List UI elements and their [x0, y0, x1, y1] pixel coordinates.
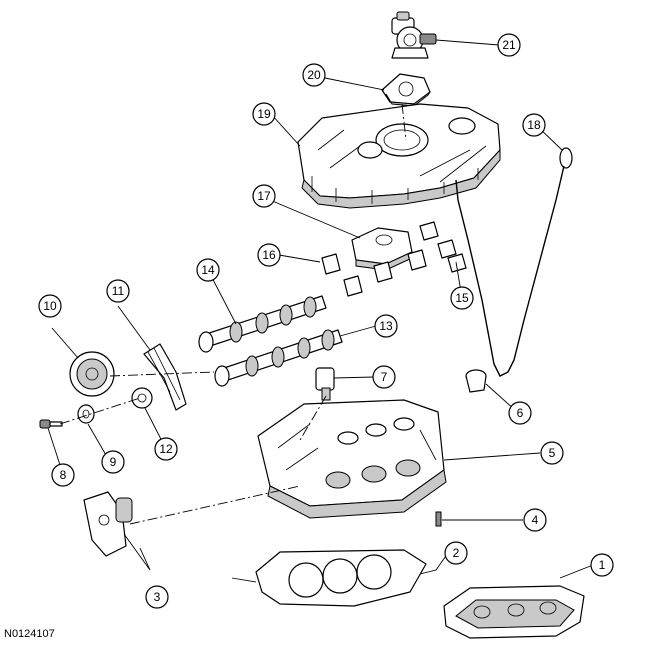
svg-text:20: 20: [307, 68, 321, 82]
bolt-part: [39, 419, 63, 429]
callout-5: 5: [540, 441, 564, 465]
svg-text:13: 13: [379, 319, 393, 333]
callout-14: 14: [196, 258, 220, 282]
svg-text:6: 6: [517, 406, 524, 420]
svg-text:11: 11: [112, 284, 125, 298]
svg-text:16: 16: [262, 248, 276, 262]
svg-text:14: 14: [201, 263, 215, 277]
callout-11: 11: [106, 279, 130, 303]
dipstick-part: [455, 147, 573, 377]
washer-part: [77, 404, 95, 424]
dowel-pin-part: [435, 511, 442, 527]
callout-20: 20: [302, 63, 326, 87]
svg-text:18: 18: [527, 118, 541, 132]
callout-21: 21: [497, 33, 521, 57]
svg-text:21: 21: [502, 38, 516, 52]
callout-8: 8: [51, 463, 75, 487]
pump-mounting-plate-part: [381, 73, 431, 107]
plug-part: [465, 369, 487, 393]
callout-4: 4: [523, 508, 547, 532]
camshaft-bearing-caps-part: [321, 221, 467, 297]
leader-lines: [47, 39, 594, 579]
svg-text:9: 9: [110, 455, 117, 469]
svg-text:4: 4: [532, 513, 539, 527]
svg-text:3: 3: [154, 590, 161, 604]
callout-2: 2: [444, 541, 468, 565]
svg-text:5: 5: [549, 446, 556, 460]
callout-17: 17: [252, 184, 276, 208]
svg-text:8: 8: [60, 468, 67, 482]
svg-text:12: 12: [159, 442, 173, 456]
callout-7: 7: [372, 365, 396, 389]
callout-6: 6: [508, 401, 532, 425]
callout-15: 15: [450, 286, 474, 310]
svg-text:10: 10: [43, 299, 57, 313]
callout-19: 19: [252, 102, 276, 126]
callout-16: 16: [257, 243, 281, 267]
sensor-part: [315, 367, 335, 401]
svg-text:15: 15: [455, 291, 469, 305]
callout-3: 3: [145, 585, 169, 609]
callout-12: 12: [154, 437, 178, 461]
valve-cover-part: [297, 103, 501, 209]
camshaft-sprocket-part: [131, 387, 153, 409]
callout-18: 18: [522, 113, 546, 137]
head-gasket-part: [231, 549, 427, 607]
svg-text:17: 17: [257, 189, 271, 203]
callout-1: 1: [590, 553, 614, 577]
cylinder-head-part: [257, 399, 447, 519]
fuel-pump-part: [391, 11, 437, 59]
callout-9: 9: [101, 450, 125, 474]
exhaust-manifold-part: [443, 585, 585, 639]
svg-text:1: 1: [599, 558, 606, 572]
camshaft-lower-part: [214, 329, 343, 387]
callout-13: 13: [374, 314, 398, 338]
camshaft-upper-part: [198, 295, 327, 353]
svg-text:19: 19: [257, 107, 271, 121]
callout-10: 10: [38, 294, 62, 318]
svg-text:7: 7: [381, 370, 388, 384]
figure-reference-code: N0124107: [4, 628, 55, 640]
vct-sprocket-part: [69, 351, 115, 397]
oil-control-solenoid-part: [83, 491, 133, 557]
svg-text:2: 2: [453, 546, 460, 560]
